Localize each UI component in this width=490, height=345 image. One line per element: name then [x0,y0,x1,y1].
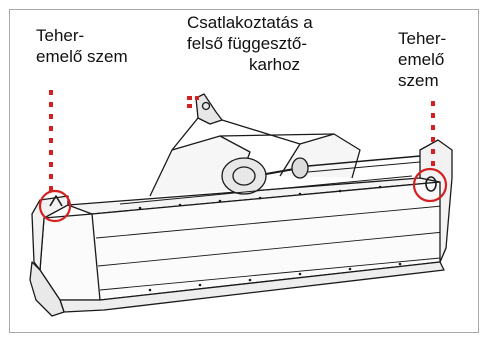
leader-dash [49,126,53,131]
leader-dash [49,150,53,155]
rivet-row [138,185,402,292]
label-line: emelő szem [36,47,128,66]
leader-dash [431,101,435,106]
leader-dash [49,138,53,143]
label-line: karhoz [249,55,301,74]
label-line: Csatlakoztatás a [187,13,313,32]
callout-leaders [49,90,435,191]
leader-dash [49,162,53,167]
leader-dash [431,137,435,142]
label-line: szem [398,71,439,90]
gearbox [221,157,267,195]
label-top-link-connection: Csatlakoztatás a felső függesztő- karhoz [187,12,313,75]
leader-dash [187,96,192,100]
leader-dash [431,149,435,154]
housing-front [39,181,447,301]
leader-dash [195,96,199,100]
left-lifting-eye-part [49,195,63,207]
label-lifting-eye-right: Teher- emelő szem [398,28,446,91]
leader-dash [49,114,53,119]
label-line: emelő [398,50,445,69]
leader-dash [431,161,435,166]
label-line: felső függesztő- [187,34,308,53]
callout-circle-right [412,167,448,203]
label-line: Teher- [36,26,85,45]
leader-dash [49,90,53,95]
top-link-mast [195,93,223,125]
leader-dash [431,113,435,118]
callout-circle-left [38,189,72,223]
label-lifting-eye-left: Teher- emelő szem [36,25,128,67]
leader-dash [49,186,53,191]
right-lifting-eye-part [425,176,437,192]
leader-dash [187,104,192,108]
leader-dash [49,102,53,107]
label-line: Teher- [398,29,447,48]
leader-dash [431,125,435,130]
leader-dash [49,174,53,179]
